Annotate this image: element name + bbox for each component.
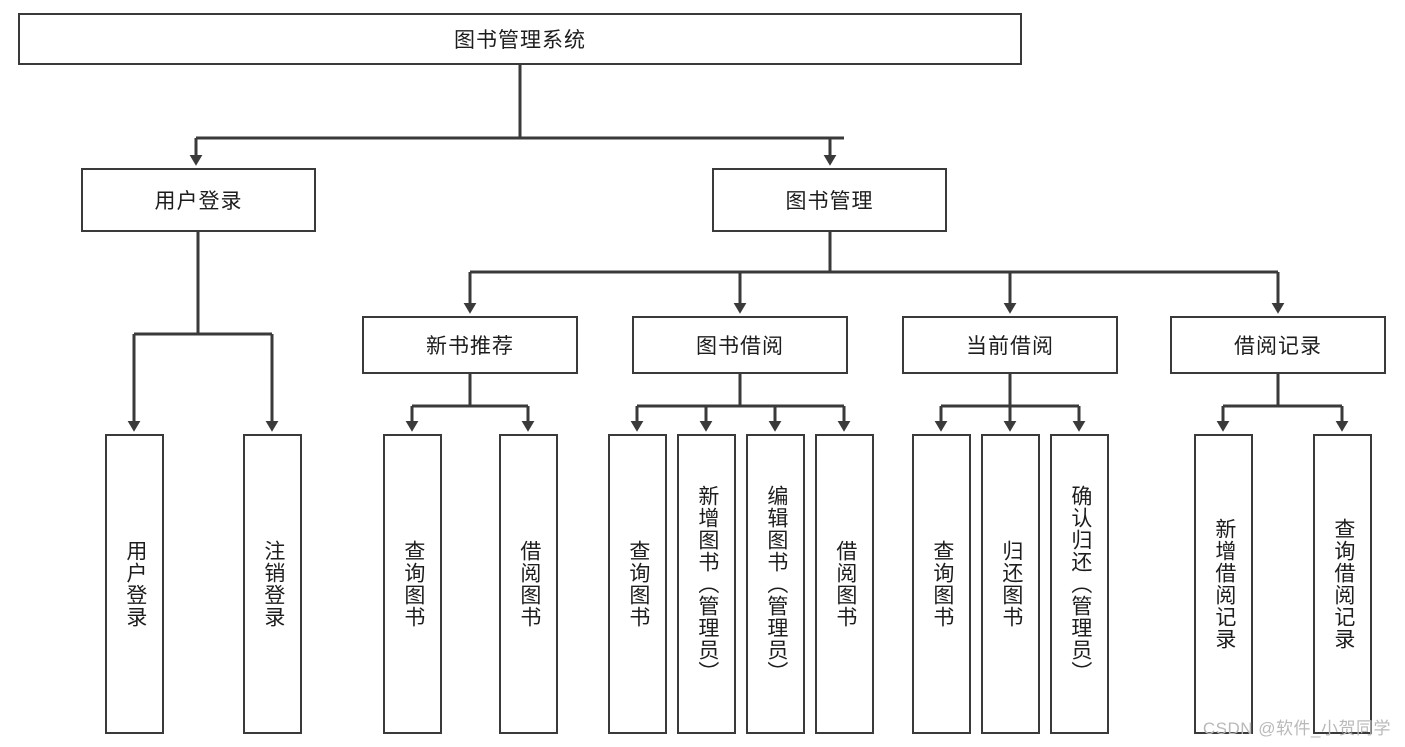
node-new-book-recommend[interactable]: 新书推荐 [362, 316, 578, 374]
node-book-management-label: 图书管理 [785, 190, 874, 213]
node-root-book-management-system[interactable]: 图书管理系统 [18, 13, 1022, 65]
node-root-label: 图书管理系统 [454, 29, 586, 52]
node-borrow-record-label: 借阅记录 [1234, 335, 1322, 358]
node-book-borrow-label: 图书借阅 [696, 335, 784, 358]
leaf-label: 借阅图书 [833, 540, 857, 628]
leaf-label: 新增图书（管理员） [695, 485, 719, 683]
leaf-book-borrow-query-book[interactable]: 查询图书 [608, 434, 667, 734]
leaf-current-borrow-return-book[interactable]: 归还图书 [981, 434, 1040, 734]
leaf-label: 编辑图书（管理员） [764, 485, 788, 683]
leaf-borrow-record-query-record[interactable]: 查询借阅记录 [1313, 434, 1372, 734]
leaf-book-borrow-edit-book-admin[interactable]: 编辑图书（管理员） [746, 434, 805, 734]
node-current-borrow[interactable]: 当前借阅 [902, 316, 1118, 374]
leaf-label: 归还图书 [999, 540, 1023, 628]
leaf-label: 新增借阅记录 [1212, 518, 1236, 650]
leaf-label: 注销登录 [261, 540, 285, 628]
leaf-user-login-login[interactable]: 用户登录 [105, 434, 164, 734]
node-new-book-recommend-label: 新书推荐 [426, 335, 514, 358]
leaf-label: 查询借阅记录 [1331, 518, 1355, 650]
node-book-management[interactable]: 图书管理 [712, 168, 947, 232]
leaf-current-borrow-query-book[interactable]: 查询图书 [912, 434, 971, 734]
watermark-csdn: CSDN @软件_小贺同学 [1202, 719, 1391, 738]
node-user-login-label: 用户登录 [154, 190, 243, 213]
leaf-book-borrow-borrow-book[interactable]: 借阅图书 [815, 434, 874, 734]
node-user-login[interactable]: 用户登录 [81, 168, 316, 232]
leaf-borrow-record-add-record[interactable]: 新增借阅记录 [1194, 434, 1253, 734]
leaf-current-borrow-confirm-return-admin[interactable]: 确认归还（管理员） [1050, 434, 1109, 734]
node-current-borrow-label: 当前借阅 [966, 335, 1054, 358]
leaf-new-book-borrow-book[interactable]: 借阅图书 [499, 434, 558, 734]
leaf-label: 借阅图书 [517, 540, 541, 628]
leaf-label: 查询图书 [930, 540, 954, 628]
leaf-book-borrow-add-book-admin[interactable]: 新增图书（管理员） [677, 434, 736, 734]
leaf-user-login-logout[interactable]: 注销登录 [243, 434, 302, 734]
leaf-label: 查询图书 [401, 540, 425, 628]
leaf-label: 确认归还（管理员） [1068, 485, 1092, 683]
leaf-new-book-query-book[interactable]: 查询图书 [383, 434, 442, 734]
node-book-borrow[interactable]: 图书借阅 [632, 316, 848, 374]
leaf-label: 用户登录 [123, 540, 147, 628]
node-borrow-record[interactable]: 借阅记录 [1170, 316, 1386, 374]
leaf-label: 查询图书 [626, 540, 650, 628]
